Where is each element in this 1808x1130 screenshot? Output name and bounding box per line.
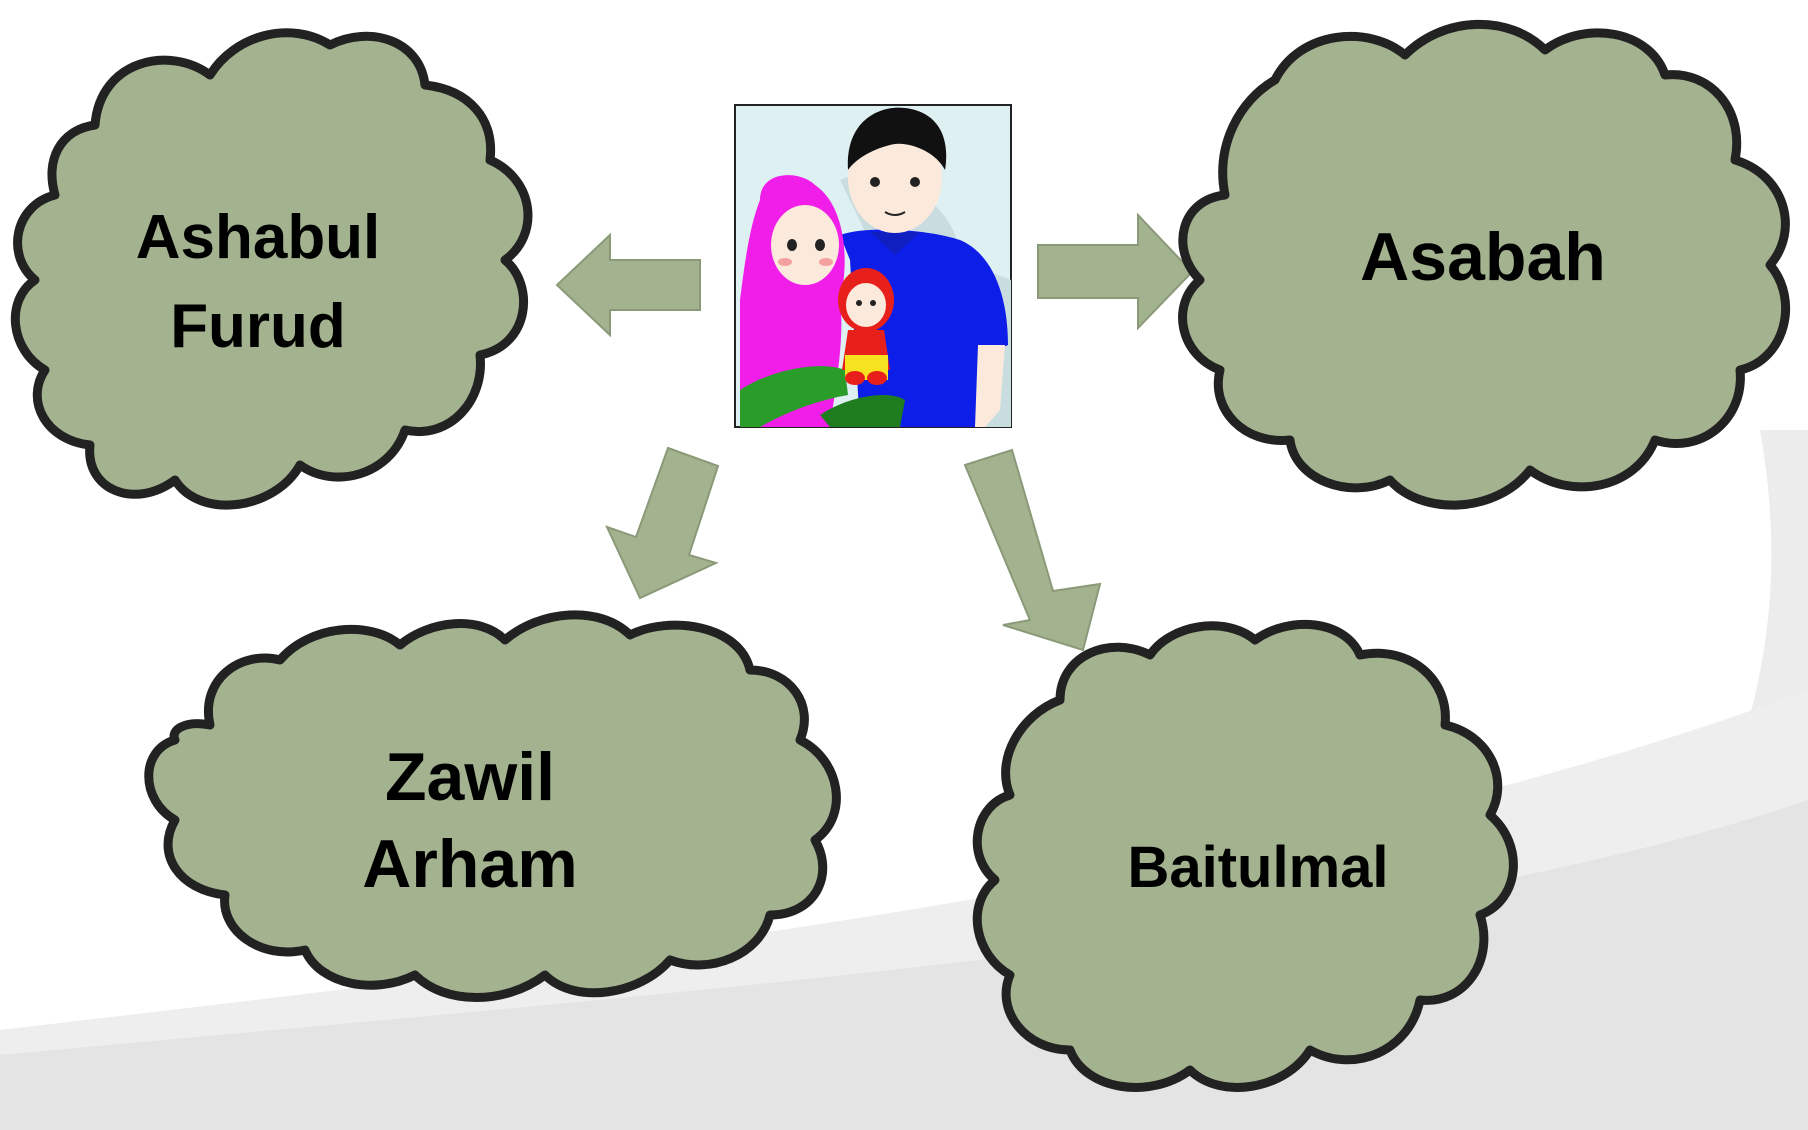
arrow-to-ashabul-furud: [555, 232, 701, 338]
cloud-shape: [10, 28, 533, 510]
node-label: Asabah: [1360, 219, 1606, 295]
node-label-line-1: Ashabul: [136, 203, 381, 272]
cloud-shape: [1178, 19, 1790, 510]
node-label: Baitulmal: [1127, 835, 1388, 900]
arrow-to-zawil-arham: [605, 446, 720, 600]
cloud-shape: [972, 619, 1518, 1092]
cloud-zawil-arham: Zawil Arham: [144, 610, 841, 1002]
cloud-baitulmal: Baitulmal: [972, 619, 1518, 1092]
family-image: [734, 104, 1012, 428]
cloud-shape: [144, 610, 841, 1002]
node-label-line-1: Zawil: [385, 739, 555, 815]
node-label-line-2: Furud: [170, 292, 346, 361]
arrow-to-asabah: [1037, 212, 1194, 331]
node-label-line-2: Arham: [362, 826, 577, 902]
cloud-ashabul-furud: Ashabul Furud: [10, 28, 533, 510]
cloud-asabah: Asabah: [1178, 19, 1790, 510]
arrow-to-baitulmal: [963, 448, 1102, 652]
